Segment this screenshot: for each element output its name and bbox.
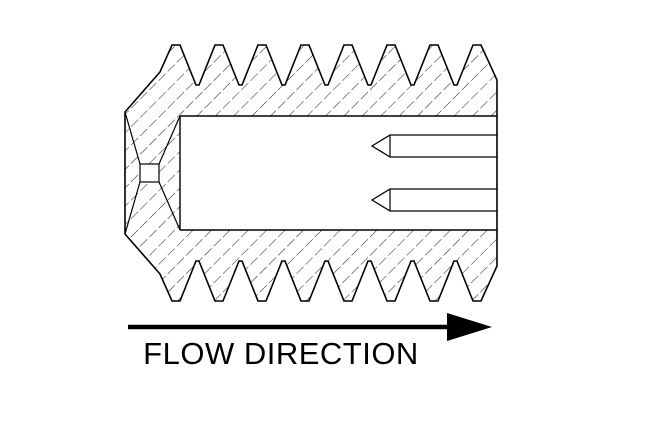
arrow-head-icon (447, 313, 492, 341)
section-hatching (125, 45, 497, 301)
bore-outline (179, 115, 497, 231)
flow-direction-label: FLOW DIRECTION (143, 336, 419, 371)
outer-thread-profile (124, 44, 498, 302)
cone-flat-tip (139, 163, 160, 183)
metering-slot-upper (370, 134, 497, 158)
metering-slot-lower (370, 188, 497, 212)
flow-direction-arrow (128, 313, 492, 341)
cone-point-lines (124, 111, 181, 235)
